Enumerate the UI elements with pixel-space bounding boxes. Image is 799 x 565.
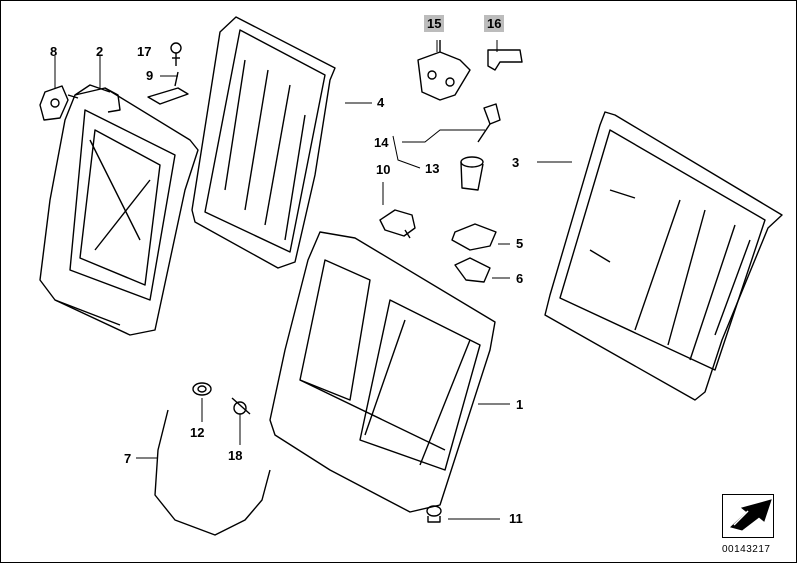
label-part-10: 10 xyxy=(376,162,391,177)
leader-lines xyxy=(54,40,572,520)
document-number: 00143217 xyxy=(722,544,771,555)
part-17-bolt xyxy=(170,42,182,66)
part-4-left-panel xyxy=(191,16,336,269)
label-part-2: 2 xyxy=(96,44,104,59)
part-15-hinge xyxy=(417,40,471,101)
label-part-3: 3 xyxy=(512,155,520,170)
label-part-18: 18 xyxy=(228,448,243,463)
label-part-13: 13 xyxy=(425,161,440,176)
part-12-grommet xyxy=(192,382,212,396)
label-part-12: 12 xyxy=(190,425,205,440)
label-part-14: 14 xyxy=(374,135,389,150)
label-part-1: 1 xyxy=(516,397,524,412)
label-part-9: 9 xyxy=(146,68,154,83)
part-16-bracket xyxy=(487,49,523,71)
label-part-7: 7 xyxy=(124,451,132,466)
label-part-15: 15 xyxy=(424,15,445,32)
label-part-17: 17 xyxy=(137,44,152,59)
part-6-holder xyxy=(454,257,491,283)
part-18-screw xyxy=(231,397,251,415)
label-part-5: 5 xyxy=(516,236,524,251)
part-5-cover xyxy=(451,223,497,251)
part-13-lock-cylinder xyxy=(460,156,484,191)
label-part-4: 4 xyxy=(377,95,385,110)
arrow-logo-icon xyxy=(730,499,772,531)
part-1-center-backrest-frame xyxy=(269,231,496,513)
label-part-11: 11 xyxy=(509,511,523,526)
part-11-plug xyxy=(426,505,442,523)
part-3-right-panel xyxy=(544,111,783,401)
label-part-6: 6 xyxy=(516,271,524,286)
part-9-clip xyxy=(147,71,189,105)
label-part-8: 8 xyxy=(50,44,58,59)
label-part-16: 16 xyxy=(484,15,505,32)
part-10-latch xyxy=(379,209,416,239)
part-7-wire xyxy=(154,409,271,536)
part-8-bracket xyxy=(39,85,79,121)
part-2-left-backrest-frame xyxy=(39,84,199,336)
part-14-key xyxy=(477,103,501,143)
